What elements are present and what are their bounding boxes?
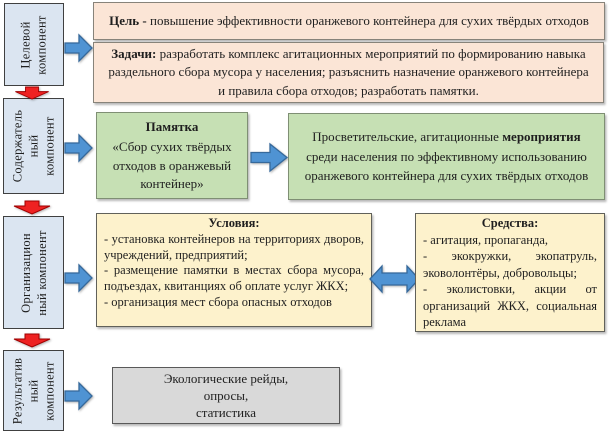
outreach-box: Просветительские, агитационные мероприят… bbox=[288, 113, 605, 200]
red-down-arrow-icon bbox=[13, 200, 51, 215]
vertical-label-line: ный bbox=[26, 134, 41, 158]
means-title: Средства: bbox=[481, 216, 539, 230]
conditions-item: - размещение памятки в местах сбора мусо… bbox=[104, 263, 364, 294]
results-text: Экологические рейды, опросы, статистика bbox=[164, 370, 288, 421]
component-box-content: Содержатель ный компонент bbox=[3, 98, 64, 194]
outreach-post: среди населения по эффективному использо… bbox=[304, 148, 589, 184]
goal-text: Цель - повышение эффективности оранжевог… bbox=[109, 12, 589, 31]
memo-box: Памятка «Сбор сухих твёрдых отходов в ор… bbox=[96, 112, 248, 199]
vertical-label-line: Содержатель bbox=[10, 109, 25, 183]
component-box-target: Целевой компонент bbox=[4, 3, 64, 86]
results-line: опросы, bbox=[203, 388, 249, 403]
red-down-arrow-icon bbox=[13, 333, 51, 348]
tasks-text: Задачи: разработать комплекс агитационны… bbox=[106, 45, 591, 101]
component-label-organizational: Организацион ный компонент bbox=[18, 230, 50, 316]
conditions-box: Условия: - установка контейнеров на терр… bbox=[96, 213, 372, 327]
component-label-content: Содержатель ный компонент bbox=[10, 110, 58, 183]
blue-right-arrow-icon bbox=[250, 142, 289, 173]
memo-text: «Сбор сухих твёрдых отходов в оранжевый … bbox=[112, 139, 232, 191]
goal-body: повышение эффективности оранжевого конте… bbox=[150, 12, 589, 28]
means-box: Средства: - агитация, пропаганда, - экок… bbox=[415, 213, 605, 332]
red-down-arrow-icon bbox=[15, 86, 49, 100]
goal-box: Цель - повышение эффективности оранжевог… bbox=[93, 2, 605, 40]
vertical-label-line: компонент bbox=[42, 116, 57, 176]
results-line: статистика bbox=[196, 405, 256, 420]
outreach-pre: Просветительские, агитационные bbox=[312, 129, 503, 145]
means-item: - экокружки, экопатруль, эковолонтёры, д… bbox=[423, 249, 597, 280]
results-box: Экологические рейды, опросы, статистика bbox=[112, 367, 340, 424]
component-label-result: Результатив ный компонент bbox=[10, 357, 58, 424]
memo-title: Памятка bbox=[145, 119, 199, 134]
means-item: - эколистовки, акции от организаций ЖКХ,… bbox=[423, 282, 597, 330]
component-box-organizational: Организацион ный компонент bbox=[3, 216, 64, 329]
vertical-label-line: Организацион bbox=[18, 232, 33, 313]
tasks-box: Задачи: разработать комплекс агитационны… bbox=[93, 42, 604, 103]
vertical-label-line: Целевой bbox=[19, 20, 34, 69]
vertical-label-line: ный bbox=[26, 379, 41, 402]
vertical-label-line: ный компонент bbox=[34, 229, 49, 316]
conditions-item: - организация мест сбора опасных отходов bbox=[104, 294, 332, 309]
tasks-label: Задачи: bbox=[111, 45, 160, 61]
blue-right-arrow-icon bbox=[64, 33, 93, 63]
blue-right-arrow-icon bbox=[64, 263, 93, 293]
vertical-label-line: Результатив bbox=[10, 357, 25, 424]
conditions-title: Условия: bbox=[208, 216, 260, 230]
blue-double-arrow-icon bbox=[369, 264, 420, 294]
conditions-item: - установка контейнеров на территориях д… bbox=[104, 232, 364, 262]
tasks-body: разработать комплекс агитационных меропр… bbox=[108, 45, 589, 98]
outreach-text: Просветительские, агитационные мероприят… bbox=[297, 127, 596, 186]
outreach-bold: мероприятия bbox=[502, 129, 581, 145]
vertical-label-line: компонент bbox=[42, 360, 57, 421]
means-item: - агитация, пропаганда, bbox=[423, 233, 549, 247]
goal-label: Цель - bbox=[109, 12, 150, 28]
blue-right-arrow-icon bbox=[64, 381, 93, 411]
component-label-target: Целевой компонент bbox=[18, 15, 50, 74]
vertical-label-line: компонент bbox=[35, 14, 50, 75]
blue-right-arrow-icon bbox=[64, 133, 93, 163]
component-box-result: Результатив ный компонент bbox=[3, 350, 64, 431]
results-line: Экологические рейды, bbox=[163, 371, 289, 386]
